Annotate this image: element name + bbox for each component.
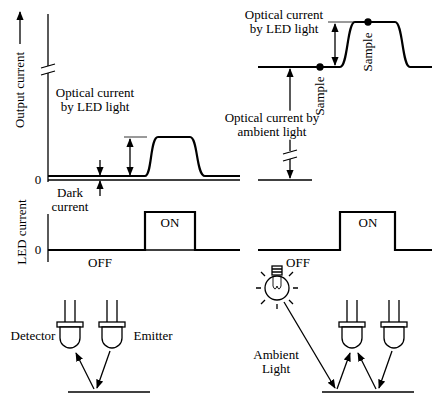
extension-line [328,22,356,23]
light-ray [379,351,392,388]
axis-line [47,214,48,262]
text-label: ON [359,216,378,230]
text-label: Detector [11,329,56,343]
text-label: Output current [13,52,27,128]
light-ray [358,353,376,389]
led-pulse [258,212,432,250]
emitter-symbol [381,300,407,348]
sample-dot [317,64,323,70]
dark-arrow [99,160,100,175]
light-ray [97,351,110,388]
text-label: Dark current [45,186,95,215]
emitter-symbol [99,300,125,348]
output-waveform [48,137,240,176]
dimension-arrow [334,24,335,65]
text-label: OFF [88,256,112,270]
text-label: OFF [286,256,310,270]
sample-dot [365,19,371,25]
text-label: Optical current by LED light [49,86,141,115]
light-ray [284,302,335,388]
zero-line [48,179,240,180]
zero-line [258,179,312,180]
text-label: 0 [35,243,42,257]
extension-line [124,137,147,138]
detector-symbol [57,300,83,348]
text-label: Ambient Light [247,348,305,377]
surface-line [322,391,414,392]
surface-line [68,391,150,392]
led-pulse [48,212,240,250]
axis-line [47,14,48,182]
text-label: 0 [35,173,42,187]
text-label: Sample [313,77,327,116]
axis-arrow [19,12,20,44]
dimension-arrow [129,139,130,175]
dark-arrow [99,181,100,196]
text-label: Optical current by LED light [238,8,330,37]
text-label: Optical current by ambient light [223,111,321,140]
text-label: Sample [361,33,375,72]
lamp-symbol [256,266,298,309]
light-ray [76,353,94,389]
axis-break [40,64,56,75]
text-label: Emitter [134,329,173,343]
text-label: LED current [15,199,29,264]
axis-break [282,150,298,161]
light-ray [337,353,350,389]
detector-symbol [339,300,365,348]
text-label: ON [161,216,180,230]
